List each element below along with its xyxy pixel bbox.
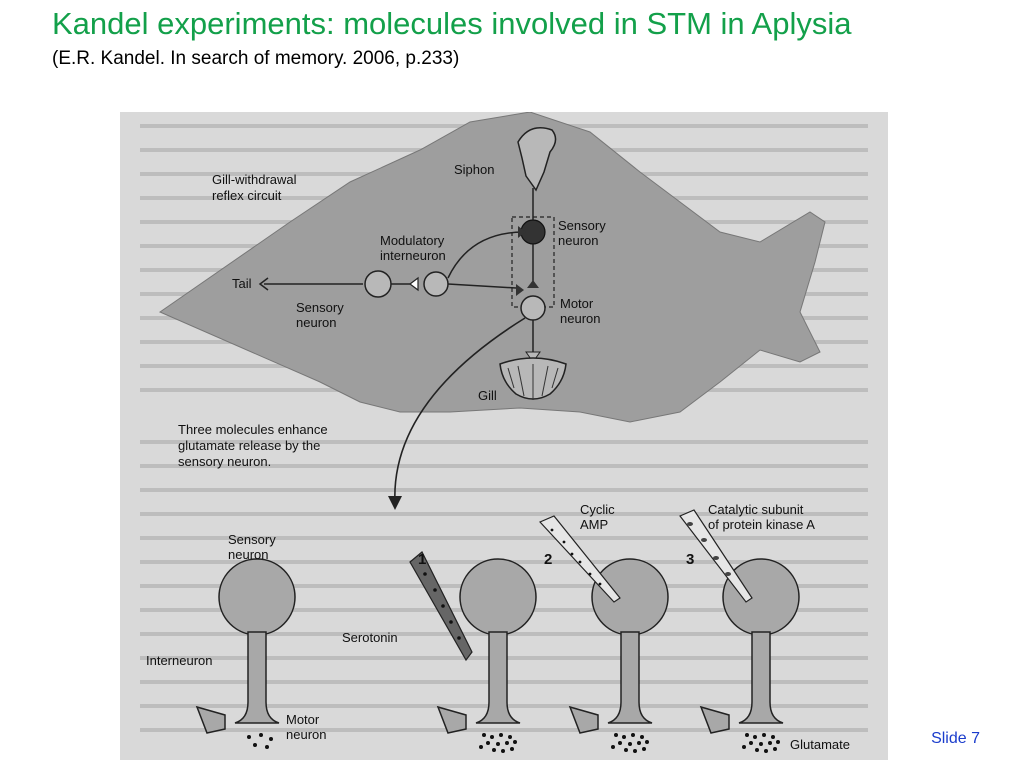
label-sensory-neuron-top-1: Sensory [558, 218, 606, 233]
step-number-1: 1 [418, 551, 426, 568]
step-number-2: 2 [544, 551, 552, 568]
label-modulatory-1: Modulatory [380, 233, 445, 248]
motor-neuron-cell [520, 295, 546, 321]
aplysia-body [158, 112, 826, 423]
caption-line-1: Three molecules enhance [178, 422, 328, 437]
slide-subtitle: (E.R. Kandel. In search of memory. 2006,… [52, 48, 460, 69]
slide-title: Kandel experiments: molecules involved i… [52, 6, 852, 41]
label-siphon: Siphon [454, 162, 494, 177]
label-circuit-1: Gill-withdrawal [212, 172, 297, 187]
aplysia-diagram: Gill-withdrawal reflex circuit Siphon Se… [120, 112, 888, 760]
caption-line-3: sensory neuron. [178, 454, 271, 469]
label-sensory-neuron-top-2: neuron [558, 233, 598, 248]
label-circuit-2: reflex circuit [212, 188, 282, 203]
label-cyclic-amp-1: Cyclic [580, 502, 615, 517]
modulatory-interneuron-cell [423, 271, 449, 297]
label-sensory-neuron-bottom-2: neuron [228, 547, 268, 562]
label-motor-neuron-bottom-2: neuron [286, 727, 326, 742]
siphon [517, 127, 557, 192]
label-pka-1: Catalytic subunit [708, 502, 804, 517]
figure-scan: Gill-withdrawal reflex circuit Siphon Se… [120, 112, 888, 760]
label-motor-neuron-bottom-1: Motor [286, 712, 320, 727]
label-motor-neuron-top-1: Motor [560, 296, 594, 311]
label-interneuron: Interneuron [146, 653, 213, 668]
label-cyclic-amp-2: AMP [580, 517, 608, 532]
label-tail-sensory-2: neuron [296, 315, 336, 330]
step-number-3: 3 [686, 551, 694, 568]
label-tail-sensory-1: Sensory [296, 300, 344, 315]
label-modulatory-2: interneuron [380, 248, 446, 263]
label-pka-2: of protein kinase A [708, 517, 815, 532]
zoom-arrow [394, 317, 526, 505]
label-tail: Tail [232, 276, 252, 291]
label-glutamate: Glutamate [790, 737, 850, 752]
tail-sensory-neuron-cell [364, 270, 392, 298]
label-serotonin: Serotonin [342, 630, 398, 645]
label-gill: Gill [478, 388, 497, 403]
label-motor-neuron-top-2: neuron [560, 311, 600, 326]
serotonin-pipette [409, 551, 473, 662]
label-sensory-neuron-bottom-1: Sensory [228, 532, 276, 547]
sensory-terminal-control [196, 558, 296, 749]
cyclic-amp-pipette [538, 515, 621, 603]
slide-number: Slide 7 [931, 730, 980, 747]
caption-line-2: glutamate release by the [178, 438, 320, 453]
